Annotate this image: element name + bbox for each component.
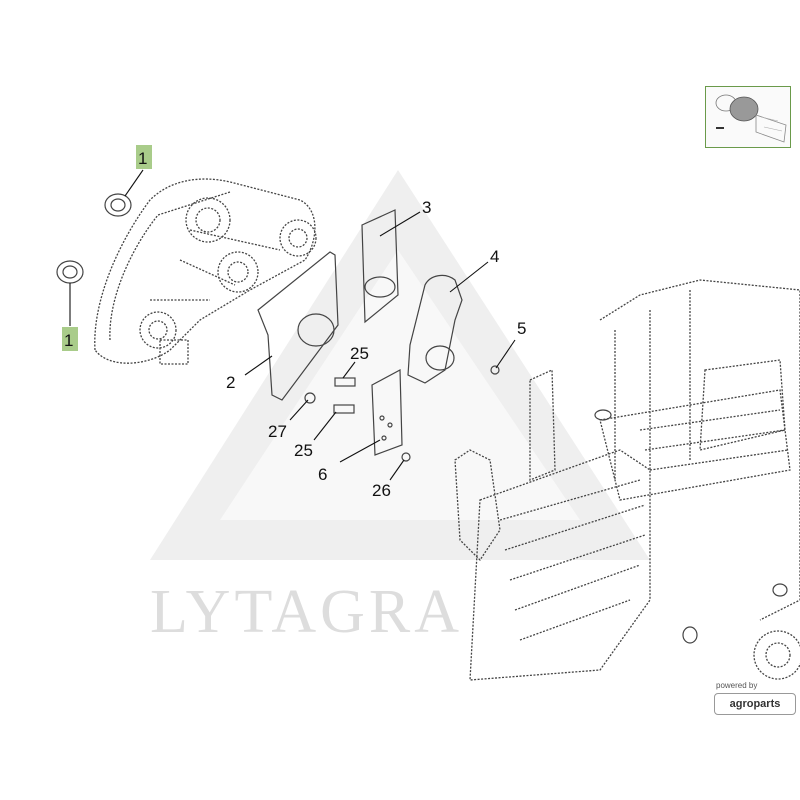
callout-4[interactable]: 4 [490,247,499,266]
cover-part [407,274,463,384]
overview-thumbnail[interactable] [705,86,791,148]
callout-1-bottom[interactable]: 1 [62,327,78,351]
overview-thumbnail-icon [715,94,787,143]
callout-25-top[interactable]: 25 [350,344,369,363]
top-band [0,0,800,86]
callout-label: 2 [226,373,235,392]
agroparts-logo[interactable]: agroparts [714,693,796,715]
callout-label: 25 [350,344,369,363]
callout-highlight [62,327,78,351]
callout-2[interactable]: 2 [226,373,235,392]
callout-label: 3 [422,198,431,217]
callout-label: 6 [318,465,327,484]
small-parts [304,365,500,462]
callout-label: 25 [294,441,313,460]
leader-lines [69,169,516,481]
gasket-part [257,251,339,401]
callout-25-bottom[interactable]: 25 [294,441,313,460]
callout-label: 4 [490,247,499,266]
plate-part [361,209,399,324]
callout-26[interactable]: 26 [372,481,391,500]
callout-27[interactable]: 27 [268,422,287,441]
callout-3[interactable]: 3 [422,198,431,217]
watermark: LYTAGRA [150,170,650,646]
machine-frame [454,279,800,681]
drive-assembly [94,178,317,365]
callout-label: 5 [517,319,526,338]
callout-label: 27 [268,422,287,441]
bearing-upper [104,193,132,217]
callout-label: 1 [138,149,147,168]
callout-5[interactable]: 5 [517,319,526,338]
callout-label: 1 [64,331,73,350]
watermark-text: LYTAGRA [150,578,463,646]
callout-1-top[interactable]: 1 [136,145,152,169]
powered-by-text: powered by [716,681,758,690]
bearing-lower [56,260,84,284]
callout-highlight [136,145,152,169]
callout-label: 26 [372,481,391,500]
callout-6[interactable]: 6 [318,465,327,484]
